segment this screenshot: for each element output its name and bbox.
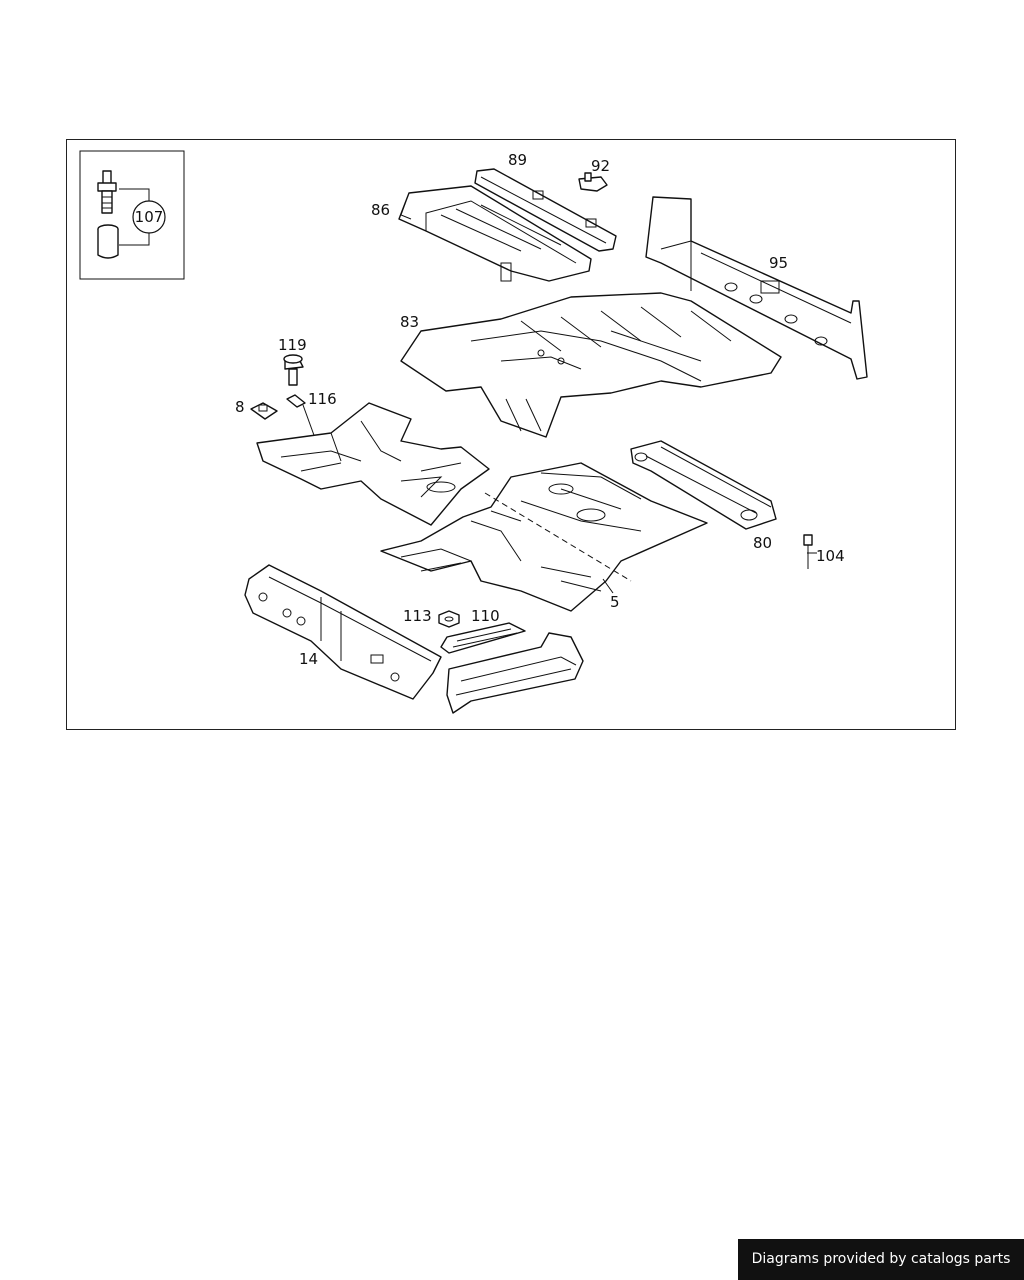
part-front-floor-left bbox=[256, 402, 490, 526]
part-95-cross-member bbox=[645, 196, 868, 380]
callout-119: 119 bbox=[278, 336, 307, 354]
sleeve-107 bbox=[97, 224, 119, 259]
part-110-plate bbox=[440, 622, 526, 654]
callout-89: 89 bbox=[508, 151, 527, 169]
callout-80: 80 bbox=[753, 534, 772, 552]
callout-107: 107 bbox=[135, 208, 164, 226]
callout-5: 5 bbox=[610, 593, 620, 611]
part-80-cross-member bbox=[630, 440, 777, 530]
part-113-nut bbox=[438, 610, 460, 628]
parts-diagram-frame: 107 bbox=[66, 139, 956, 730]
part-5-front-floor bbox=[380, 462, 708, 612]
callout-92: 92 bbox=[591, 157, 610, 175]
callout-116: 116 bbox=[308, 390, 337, 408]
part-8-nut bbox=[250, 402, 278, 420]
diagram-credit-banner: Diagrams provided by catalogs parts bbox=[738, 1239, 1024, 1280]
callout-86: 86 bbox=[371, 201, 390, 219]
part-86-rear-panel bbox=[398, 185, 592, 282]
part-89-rail bbox=[474, 168, 617, 252]
callout-14: 14 bbox=[299, 650, 318, 668]
callout-110: 110 bbox=[471, 607, 500, 625]
part-104-pin bbox=[803, 534, 813, 569]
part-14-front-member bbox=[244, 564, 442, 700]
floor-pan-exploded-diagram: 107 bbox=[79, 150, 868, 714]
inset-box-107: 107 bbox=[79, 150, 185, 280]
callout-113: 113 bbox=[403, 607, 432, 625]
part-92-clip bbox=[578, 172, 608, 192]
part-119-bolt bbox=[283, 354, 304, 386]
callout-104: 104 bbox=[816, 547, 845, 565]
stud-bolt-107 bbox=[97, 170, 117, 214]
callout-83: 83 bbox=[400, 313, 419, 331]
part-sill-lower bbox=[446, 632, 584, 714]
callout-107-circle bbox=[132, 200, 166, 234]
part-83-rear-floor bbox=[400, 292, 782, 438]
callout-95: 95 bbox=[769, 254, 788, 272]
callout-8: 8 bbox=[235, 398, 245, 416]
